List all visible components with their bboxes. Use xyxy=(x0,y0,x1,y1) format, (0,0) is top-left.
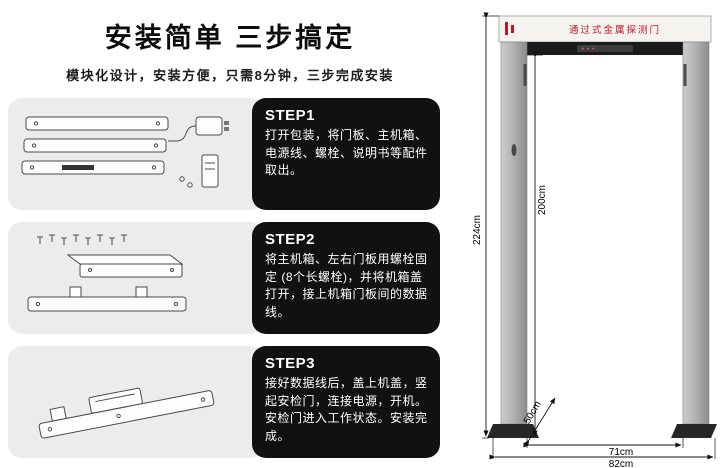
header-title-text: 通过式金属探测门 xyxy=(569,24,661,36)
step2-parts-drawing xyxy=(27,234,187,312)
detector-header-sign: 通过式金属探测门 xyxy=(498,15,712,43)
right-post-sensor xyxy=(683,64,687,86)
bolts-drawing xyxy=(37,234,127,245)
panel-with-brackets-drawing xyxy=(27,286,187,312)
step1-card: STEP1 打开包装，将门板、主机箱、电源线、螺栓、说明书等配件取出。 xyxy=(252,98,440,210)
header-logo-mark-2 xyxy=(511,25,514,33)
install-steps-section: 安装简单 三步搞定 模块化设计，安装方便，只需8分钟，三步完成安装 xyxy=(8,23,440,458)
left-post-sensor xyxy=(523,64,527,86)
detector-right-post xyxy=(682,41,710,425)
step2-label: STEP2 xyxy=(265,231,316,248)
step-row-1: STEP1 打开包装，将门板、主机箱、电源线、螺栓、说明书等配件取出。 xyxy=(8,98,440,210)
step1-text: 打开包装，将门板、主机箱、电源线、螺栓、说明书等配件取出。 xyxy=(265,128,428,178)
step2-card: STEP2 将主机箱、左右门板用螺栓固定 (8个长螺栓)，并将机箱盖打开，接上机… xyxy=(252,222,440,334)
step3-text: 接好数据线后，盖上机盖，竖起安检门，连接电源，开机。安检门进入工作状态。安装完成… xyxy=(265,376,428,443)
step1-illustration xyxy=(8,98,264,210)
depth-dim-line xyxy=(523,397,556,447)
steps-list: STEP1 打开包装，将门板、主机箱、电源线、螺栓、说明书等配件取出。 xyxy=(8,98,440,458)
step-row-2: STEP2 将主机箱、左右门板用螺栓固定 (8个长螺栓)，并将机箱盖打开，接上机… xyxy=(8,222,440,334)
outer-width-label: 82cm xyxy=(609,459,633,468)
page-title: 安装简单 三步搞定 xyxy=(104,23,356,53)
left-post-handle xyxy=(511,144,517,156)
step3-label: STEP3 xyxy=(265,355,316,372)
step1-label: STEP1 xyxy=(265,107,316,124)
inner-width-label: 71cm xyxy=(609,447,633,458)
outer-height-label: 224cm xyxy=(472,215,483,245)
manual-and-bolts-drawing xyxy=(179,154,219,188)
step3-illustration xyxy=(8,346,264,458)
detector-gate: 通过式金属探测门 xyxy=(487,15,717,438)
step3-assembled-drawing xyxy=(38,387,215,439)
step2-illustration xyxy=(8,222,264,334)
led-display xyxy=(577,45,633,52)
inner-height-label: 200cm xyxy=(537,185,548,215)
power-adapter-drawing xyxy=(168,116,229,142)
detector-photo-section: 通过式金属探测门 xyxy=(471,0,721,468)
detector-left-post xyxy=(500,41,528,425)
right-foot xyxy=(671,424,717,438)
main-unit-box-drawing xyxy=(66,254,184,278)
door-panels-drawing xyxy=(21,116,169,175)
assembled-gate-drawing xyxy=(38,387,215,439)
header-logo-mark xyxy=(505,22,508,35)
page-subtitle: 模块化设计，安装方便，只需8分钟，三步完成安装 xyxy=(66,68,394,83)
detector-led-strip xyxy=(527,42,683,55)
step2-text: 将主机箱、左右门板用螺栓固定 (8个长螺栓)，并将机箱盖打开，接上机箱门板间的数… xyxy=(265,252,428,319)
step3-card: STEP3 接好数据线后，盖上机盖，竖起安检门，连接电源，开机。安检门进入工作状… xyxy=(252,346,440,458)
step-row-3: STEP3 接好数据线后，盖上机盖，竖起安检门，连接电源，开机。安检门进入工作状… xyxy=(8,346,440,458)
step1-parts-drawing xyxy=(21,116,229,188)
metal-detector-image: 通过式金属探测门 xyxy=(472,12,717,468)
